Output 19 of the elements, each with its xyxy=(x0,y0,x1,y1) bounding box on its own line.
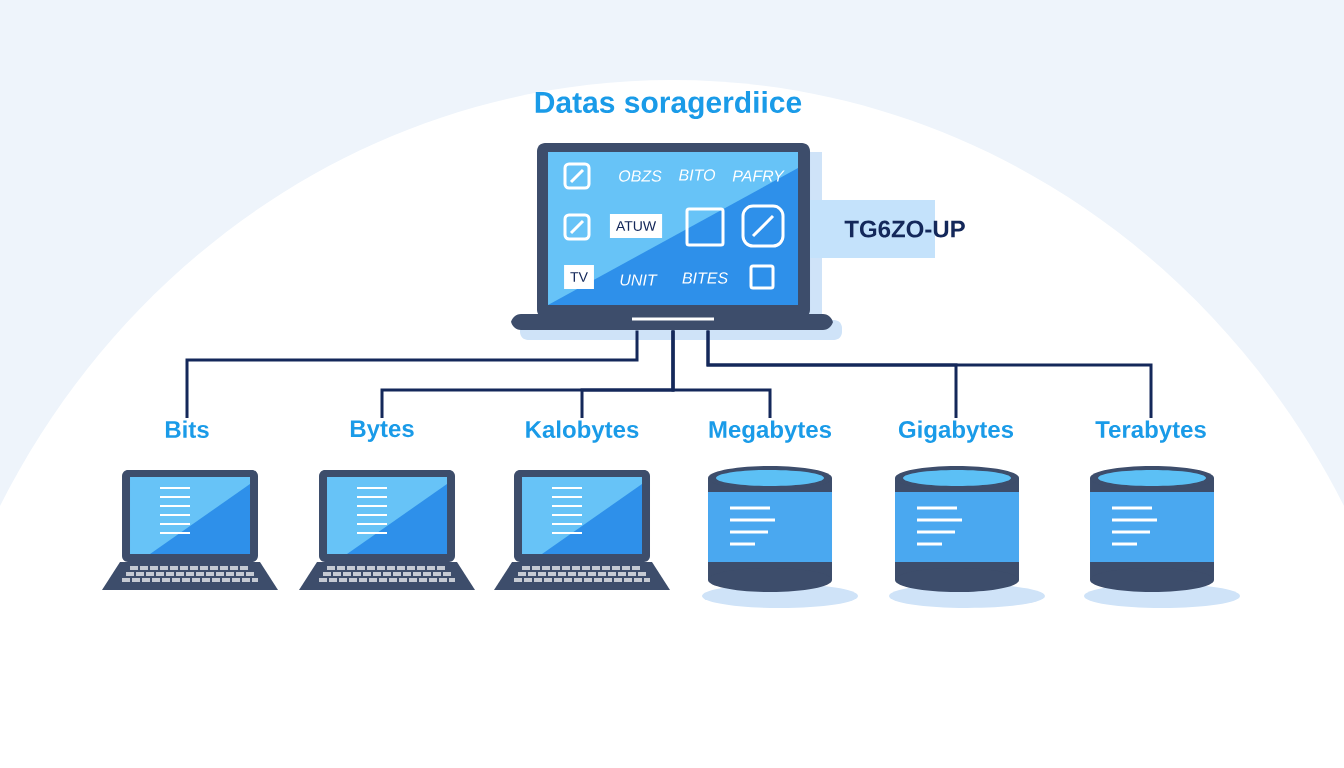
screen-text: PAFRY xyxy=(732,170,785,182)
level-label: Megabytes xyxy=(709,420,832,443)
screen-text: UNIT xyxy=(620,274,658,286)
label-tag: TV xyxy=(564,265,594,289)
level-label: Terabytes xyxy=(1095,420,1206,443)
screen-text: BITES xyxy=(682,272,728,284)
label-tag: ATUW xyxy=(609,214,663,238)
screen-text: OBZS xyxy=(619,170,662,182)
level-label: Kalobytes xyxy=(526,420,639,443)
title: Datas soragerdiice xyxy=(535,90,802,120)
laptop-drawing xyxy=(511,143,842,340)
connector-line xyxy=(671,330,772,418)
connector-line xyxy=(185,330,639,418)
level-label: Bits xyxy=(165,420,209,438)
level-label: Bytes xyxy=(350,420,414,442)
callout-text: TG6ZO-UP xyxy=(844,220,965,238)
screen-text: BITO xyxy=(679,169,716,181)
level-label: Gigabytes xyxy=(898,420,1014,443)
connector-line xyxy=(706,330,1153,418)
